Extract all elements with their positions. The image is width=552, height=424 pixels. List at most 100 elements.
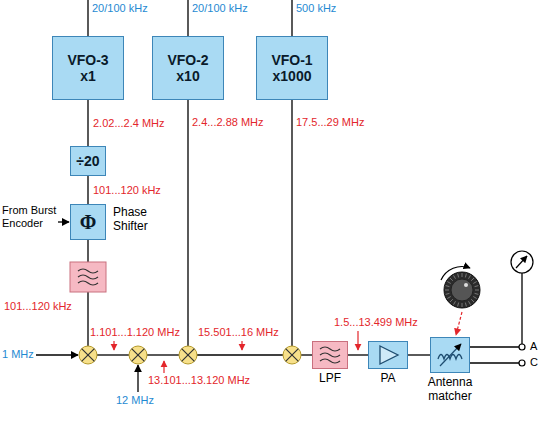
box-outline <box>313 342 348 369</box>
signal-frequency: 15.501...16 MHz <box>198 326 279 339</box>
drawing-part <box>456 312 462 335</box>
signal-frequency: 17.5...29 MHz <box>296 116 364 129</box>
drawing-part <box>519 344 525 350</box>
input-frequency: 1 MHz <box>2 348 34 361</box>
wire <box>87 292 88 346</box>
power-amplifier: PA <box>368 341 408 369</box>
wire <box>97 354 129 355</box>
signal-wire <box>87 100 88 146</box>
drawing-part <box>464 283 468 287</box>
knob-ridge <box>462 273 463 277</box>
input-frequency: 500 kHz <box>296 2 336 15</box>
variable-arrow <box>440 344 461 366</box>
wire <box>147 354 179 355</box>
terminal-name: A <box>530 340 537 353</box>
box-text: VFO-1 <box>271 52 312 68</box>
mixer-symbol <box>129 346 147 364</box>
vfo2-wire <box>187 100 188 346</box>
box-caption: Phase Shifter <box>113 206 159 234</box>
mixers <box>79 346 301 364</box>
drawing-part <box>286 349 299 362</box>
knob-ridge <box>454 275 456 278</box>
signal-frequency: 1.101...1.120 MHz <box>90 326 180 339</box>
node-body: Φ <box>71 205 105 239</box>
knob-ridge <box>454 301 456 304</box>
drawing-part <box>79 346 97 364</box>
signal-frequency: 2.4...2.88 MHz <box>192 116 264 129</box>
node-body: ÷20 <box>71 147 105 175</box>
knob-ridge <box>446 286 450 287</box>
box-caption: PA <box>368 372 408 386</box>
knob-ridge <box>471 278 474 281</box>
box-text: x1000 <box>273 68 312 84</box>
drawing-part <box>357 331 358 350</box>
terminals <box>519 344 525 366</box>
filter-symbol <box>320 347 340 351</box>
filter-symbol <box>320 353 340 357</box>
terminal-wire <box>470 346 519 347</box>
wire <box>197 354 283 355</box>
drawing-part <box>444 272 480 308</box>
signal-wire <box>87 176 88 204</box>
burst-wire <box>58 221 69 222</box>
lpf-box <box>70 262 106 292</box>
knob-ridge <box>450 278 453 281</box>
antenna-matcher: Antenna matcher <box>430 337 470 373</box>
drawing-part <box>451 279 473 301</box>
wire <box>301 354 312 355</box>
drawing-part <box>241 341 242 350</box>
signal-wire <box>408 354 430 355</box>
box-text: x1 <box>80 68 96 84</box>
tuning-knob <box>441 267 480 308</box>
drawing-part <box>519 360 525 366</box>
amplifier-symbol <box>380 346 398 364</box>
box-text: ÷20 <box>76 153 99 169</box>
input-frequency: 20/100 kHz <box>192 2 248 15</box>
input-frequency: 20/100 kHz <box>92 2 148 15</box>
drawing-part <box>182 349 195 362</box>
box-caption: LPF <box>310 372 350 386</box>
vfo-box: VFO-1x1000 <box>256 36 328 100</box>
knob-ridge <box>458 303 459 307</box>
signal-frequency: 101...120 kHz <box>92 184 162 197</box>
terminal-wire <box>470 362 519 363</box>
knob-ridge <box>473 297 476 299</box>
input-frequency: 12 MHz <box>116 394 154 407</box>
knob-ridge <box>465 303 466 307</box>
lpf-shape <box>312 341 348 369</box>
knob-ridge <box>458 274 459 278</box>
drawing-part <box>179 346 197 364</box>
box-text: Φ <box>80 211 97 234</box>
knob-ridge <box>473 282 476 284</box>
lo-wire <box>36 354 78 355</box>
divider-box: ÷20 <box>70 146 106 176</box>
vfo1-wire <box>291 100 292 346</box>
knob-ridge <box>462 303 463 307</box>
knob-ridge <box>469 301 471 304</box>
knob-ridge <box>469 275 471 278</box>
node-body: VFO-2x10 <box>153 37 223 99</box>
box-outline <box>431 338 470 373</box>
terminal-name: C <box>530 356 538 369</box>
drawing-part <box>129 346 147 364</box>
box-text: VFO-3 <box>67 52 108 68</box>
box-caption: Antenna matcher <box>415 376 485 404</box>
box-text: VFO-2 <box>167 52 208 68</box>
drawing-part <box>511 251 533 273</box>
input-wire <box>187 0 188 36</box>
meter-wire <box>521 273 522 344</box>
drawing-part <box>516 256 527 268</box>
input-wire <box>291 0 292 36</box>
box-text: x10 <box>176 68 199 84</box>
signal-frequency: 2.02...2.4 MHz <box>92 117 166 130</box>
knob-ridge <box>465 274 466 278</box>
knob-ridge <box>475 290 479 291</box>
signal-frequency: 101...120 kHz <box>4 300 72 313</box>
node-body <box>368 341 408 369</box>
mixer-symbol <box>283 346 301 364</box>
knob-ridge <box>471 299 474 302</box>
drawing-part <box>132 349 145 362</box>
knob-ridge <box>445 290 449 291</box>
lo-wire <box>137 365 138 392</box>
match-shape <box>430 337 470 373</box>
